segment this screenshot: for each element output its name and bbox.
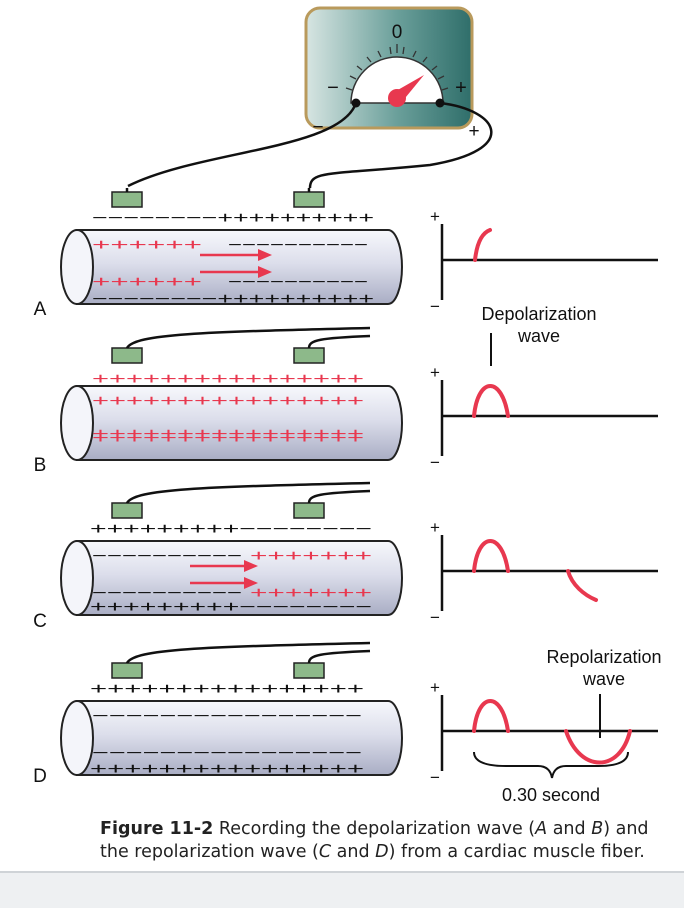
fiber-panel-b: ++++++++++++++++++++++++++++++++	[60, 326, 403, 461]
electrode-right	[293, 347, 325, 364]
propagation-arrowhead	[258, 266, 272, 278]
interval-brace	[473, 751, 629, 779]
propagation-arrowhead	[244, 577, 258, 589]
fiber-end	[60, 700, 94, 776]
charge-top-d: ++++++++++++++++	[90, 681, 364, 698]
charge-bottom-b: ++++++++++++++++	[92, 426, 364, 443]
inner-charge-top: +++++++	[250, 548, 372, 565]
panel-letter-a: A	[34, 299, 47, 320]
recording-graph-a: +−	[430, 207, 658, 316]
charge-bottom-c: +++++++++−−−−−−−−	[90, 599, 372, 616]
electrode-left	[111, 662, 143, 679]
figure-diagram: 0 − + − + ++++++−−−−−−−−−−++++++−−−−−−−−…	[33, 6, 662, 805]
graph-plus-label: +	[430, 207, 440, 226]
inner-charge-top: ++++++	[92, 237, 202, 254]
graph-plus-label: +	[430, 363, 440, 382]
interval-label: 0.30 second	[502, 785, 600, 805]
meter-scale-ticks	[345, 44, 449, 91]
electrode-left	[111, 191, 143, 208]
graph-plus-label: +	[430, 518, 440, 537]
inner-charge-bottom: −−−−−−−−−−	[228, 274, 368, 291]
electrode-right	[293, 191, 325, 208]
depolarization-label-line2: wave	[517, 326, 560, 346]
panel-letter-b: B	[34, 455, 47, 476]
graph-minus-label: −	[430, 297, 440, 316]
fiber-panel-c: −−−−−−−−−− +++++++ −−−−−−−−−− +++++++	[60, 481, 403, 616]
fiber-panel-a: ++++++ −−−−−−−−−− ++++++ −−−−−−−−−−	[60, 188, 403, 305]
footer-bar	[0, 871, 684, 908]
inner-charge-bottom: +++++++	[250, 585, 372, 602]
depolarization-trace	[473, 228, 492, 262]
recording-graph-b: +−	[430, 363, 658, 472]
repolarization-trace	[566, 569, 598, 602]
meter-zero-label: 0	[392, 22, 403, 43]
inner-charge-top: −−−−−−−−−−	[92, 548, 242, 565]
repolarization-label-line1: Repolarization	[546, 647, 661, 667]
graph-plus-label: +	[430, 678, 440, 697]
electrode-right	[293, 502, 325, 519]
graph-minus-label: −	[430, 768, 440, 787]
muscle-fiber	[76, 700, 403, 776]
meter-minus-label: −	[327, 77, 339, 99]
electrode-left	[111, 347, 143, 364]
panel-letter-c: C	[33, 611, 47, 632]
charge-bottom-a: −−−−−−−−++++++++++	[92, 291, 374, 308]
electrode-right	[293, 662, 325, 679]
repolarization-label-line2: wave	[582, 669, 625, 689]
charge-top-b: ++++++++++++++++	[92, 371, 364, 388]
depolarization-trace	[472, 699, 510, 733]
depolarization-trace	[472, 384, 510, 418]
wire-left	[125, 326, 371, 349]
wire-right	[307, 649, 371, 664]
charge-top-c: +++++++++−−−−−−−−	[90, 521, 372, 538]
wire-right	[307, 489, 371, 504]
wire-left	[125, 641, 371, 664]
propagation-arrowhead	[244, 560, 258, 572]
inner-charge-top: ++++++++++++++++	[92, 393, 364, 410]
caption-label: Figure 11-2	[100, 819, 214, 839]
inner-charge-bottom: ++++++++++++++++	[92, 430, 364, 447]
wire-right	[307, 334, 371, 349]
charge-bottom-d: ++++++++++++++++	[90, 761, 364, 778]
propagation-arrowhead	[258, 249, 272, 261]
inner-charge-bottom: −−−−−−−−−−−−−−−−	[92, 745, 362, 762]
inner-charge-top: −−−−−−−−−−−−−−−−	[92, 708, 362, 725]
fiber-end	[60, 540, 94, 616]
recording-graph-d: +−	[430, 678, 658, 787]
fiber-panel-d: −−−−−−−−−−−−−−−− −−−−−−−−−−−−−−−−	[60, 641, 403, 776]
repolarization-trace	[564, 729, 632, 765]
depolarization-trace	[472, 539, 510, 573]
recording-graph-c: +−	[430, 518, 658, 627]
muscle-fiber	[76, 540, 403, 616]
electrode-left	[111, 502, 143, 519]
graph-minus-label: −	[430, 608, 440, 627]
inner-charge-top: −−−−−−−−−−	[228, 237, 368, 254]
fiber-end	[60, 385, 94, 461]
lead-plus-label: +	[468, 121, 479, 142]
fiber-end	[60, 229, 94, 305]
muscle-fiber	[76, 229, 403, 305]
panel-letter-d: D	[33, 766, 47, 787]
charge-top-a: −−−−−−−−++++++++++	[92, 210, 374, 227]
lead-minus-label: −	[312, 117, 323, 138]
meter-plus-label: +	[455, 77, 467, 99]
inner-charge-bottom: ++++++	[92, 274, 202, 291]
graph-minus-label: −	[430, 453, 440, 472]
muscle-fiber	[76, 385, 403, 461]
figure-caption: Figure 11-2 Recording the depolarization…	[100, 819, 649, 862]
depolarization-label-line1: Depolarization	[481, 304, 596, 324]
inner-charge-bottom: −−−−−−−−−−	[92, 585, 242, 602]
galvanometer: 0 − +	[304, 6, 474, 130]
wire-left	[125, 481, 371, 504]
